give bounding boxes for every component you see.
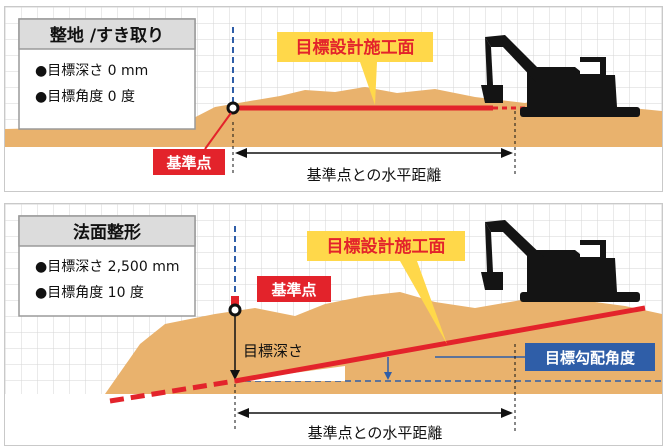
design-surface-pointer — [400, 261, 447, 344]
slope-shaping-panel: 目標深さ 目標勾配角度 基準点 目標設計施工面 — [4, 203, 663, 446]
angle-indicator-arrow — [384, 372, 392, 380]
dimension-arrow-left — [235, 148, 247, 158]
leveling-diagram: 基準点との水平距離 基準点 目標設計施工面 整地 /すき取り ●目標深さ 0 m… — [5, 7, 662, 191]
horizontal-distance-label: 基準点との水平距離 — [307, 166, 442, 184]
design-surface-extension — [109, 378, 236, 404]
spec-target-depth: ●目標深さ 2,500 mm — [35, 259, 179, 275]
spec-box-header — [18, 215, 196, 247]
spec-target-depth: ●目標深さ 0 mm — [35, 63, 148, 79]
horizontal-distance-label: 基準点との水平距離 — [308, 424, 443, 442]
slope-angle-badge — [525, 343, 655, 371]
spec-target-angle: ●目標角度 0 度 — [35, 89, 135, 105]
base-point-label: 基準点 — [165, 154, 211, 172]
base-point-tick — [231, 296, 239, 306]
base-point-leader — [204, 112, 232, 150]
excavator-cab-window — [580, 245, 600, 257]
design-surface-badge — [277, 32, 433, 62]
ground-area — [5, 147, 662, 191]
slope-shaping-diagram: 目標深さ 目標勾配角度 基準点 目標設計施工面 — [5, 204, 662, 445]
leveling-panel: 基準点との水平距離 基準点 目標設計施工面 整地 /すき取り ●目標深さ 0 m… — [4, 6, 663, 192]
base-point-badge — [257, 276, 331, 302]
base-point-badge — [153, 149, 225, 175]
excavator-cab-window — [580, 62, 600, 74]
target-depth-arrow — [230, 370, 240, 380]
slope-angle-label: 目標勾配角度 — [545, 349, 636, 367]
dimension-arrow-right — [501, 148, 513, 158]
panel-title: 法面整形 — [73, 222, 141, 243]
soil-mound — [105, 292, 662, 394]
base-point-label: 基準点 — [270, 281, 316, 299]
design-surface-label: 目標設計施工面 — [327, 236, 446, 257]
panel-title: 整地 /すき取り — [50, 25, 164, 46]
target-depth-label: 目標深さ — [243, 342, 303, 360]
spec-target-angle: ●目標角度 10 度 — [35, 285, 144, 301]
dimension-arrow-left — [237, 408, 249, 418]
dimension-arrow-right — [501, 408, 513, 418]
design-surface-label: 目標設計施工面 — [296, 37, 415, 58]
design-surface-pointer — [360, 62, 377, 105]
base-point-marker — [226, 101, 240, 115]
design-surface-line — [234, 305, 646, 384]
design-surface-badge — [307, 231, 465, 261]
base-point-marker — [228, 303, 242, 317]
spec-box-header — [18, 18, 196, 50]
